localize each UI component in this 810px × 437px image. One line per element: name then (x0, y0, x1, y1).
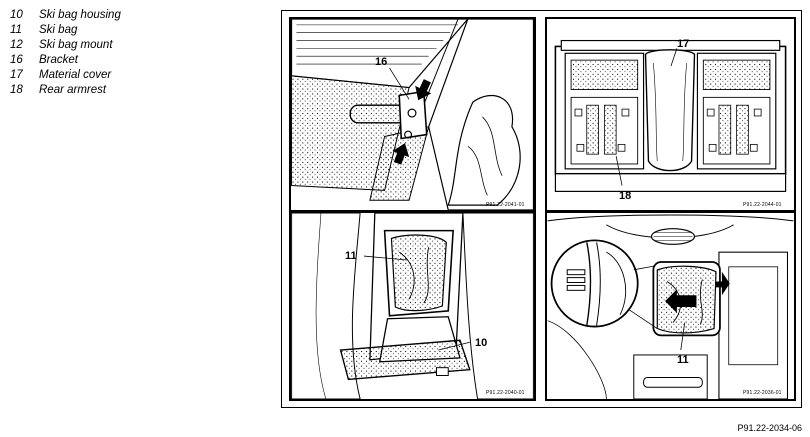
bracket-illustration (291, 19, 534, 210)
legend-item-label: Bracket (39, 54, 78, 66)
panel-ski-bag-detail: 11 P91.22-2036-01 (545, 211, 796, 401)
panel-code: P91.22-2044-01 (743, 202, 782, 208)
panel-ski-bag-housing: 11 10 P91.22-2040-01 (289, 211, 536, 401)
legend-item-label: Ski bag (39, 24, 78, 36)
legend-item-number: 12 (10, 39, 23, 51)
legend-item-number: 17 (10, 69, 23, 81)
legend-item: 11 Ski bag (10, 23, 121, 38)
legend-item-label: Ski bag mount (39, 39, 113, 51)
figure-reference: P91.22-2034-06 (737, 423, 802, 433)
callout-material-cover: 17 (677, 38, 690, 50)
panel-bracket: 16 P91.22-2041-01 (289, 17, 536, 212)
legend-item: 17 Material cover (10, 68, 121, 83)
legend-item-label: Rear armrest (39, 84, 107, 96)
legend-item-number: 10 (10, 9, 23, 21)
callout-rear-armrest: 18 (619, 190, 632, 202)
panel-code: P91.22-2040-01 (486, 390, 525, 396)
callout-ski-bag-housing: 10 (475, 337, 488, 349)
legend-item-number: 11 (10, 24, 22, 36)
legend-item-label: Material cover (39, 69, 112, 81)
legend-item-label: Ski bag housing (39, 9, 121, 21)
panel-code: P91.22-2041-01 (486, 202, 525, 208)
legend-item-number: 18 (10, 84, 23, 96)
rear-seat-illustration (554, 39, 787, 192)
legend-item: 16 Bracket (10, 53, 121, 68)
ski-bag-detail-illustration (547, 214, 794, 399)
callout-bracket: 16 (375, 56, 388, 68)
legend-item: 12 Ski bag mount (10, 38, 121, 53)
callout-ski-bag: 11 (677, 354, 689, 366)
panel-code: P91.22-2036-01 (743, 390, 782, 396)
legend-item-number: 16 (10, 54, 23, 66)
panel-material-cover: 17 18 P91.22-2044-01 (545, 17, 796, 212)
legend-item: 18 Rear armrest (10, 83, 121, 98)
legend-item: 10 Ski bag housing (10, 8, 121, 23)
legend: 10 Ski bag housing 11 Ski bag 12 Ski bag… (10, 8, 121, 98)
figure-frame: 16 P91.22-2041-01 (281, 10, 802, 408)
callout-ski-bag: 11 (345, 250, 357, 262)
ski-bag-housing-illustration (291, 213, 534, 399)
